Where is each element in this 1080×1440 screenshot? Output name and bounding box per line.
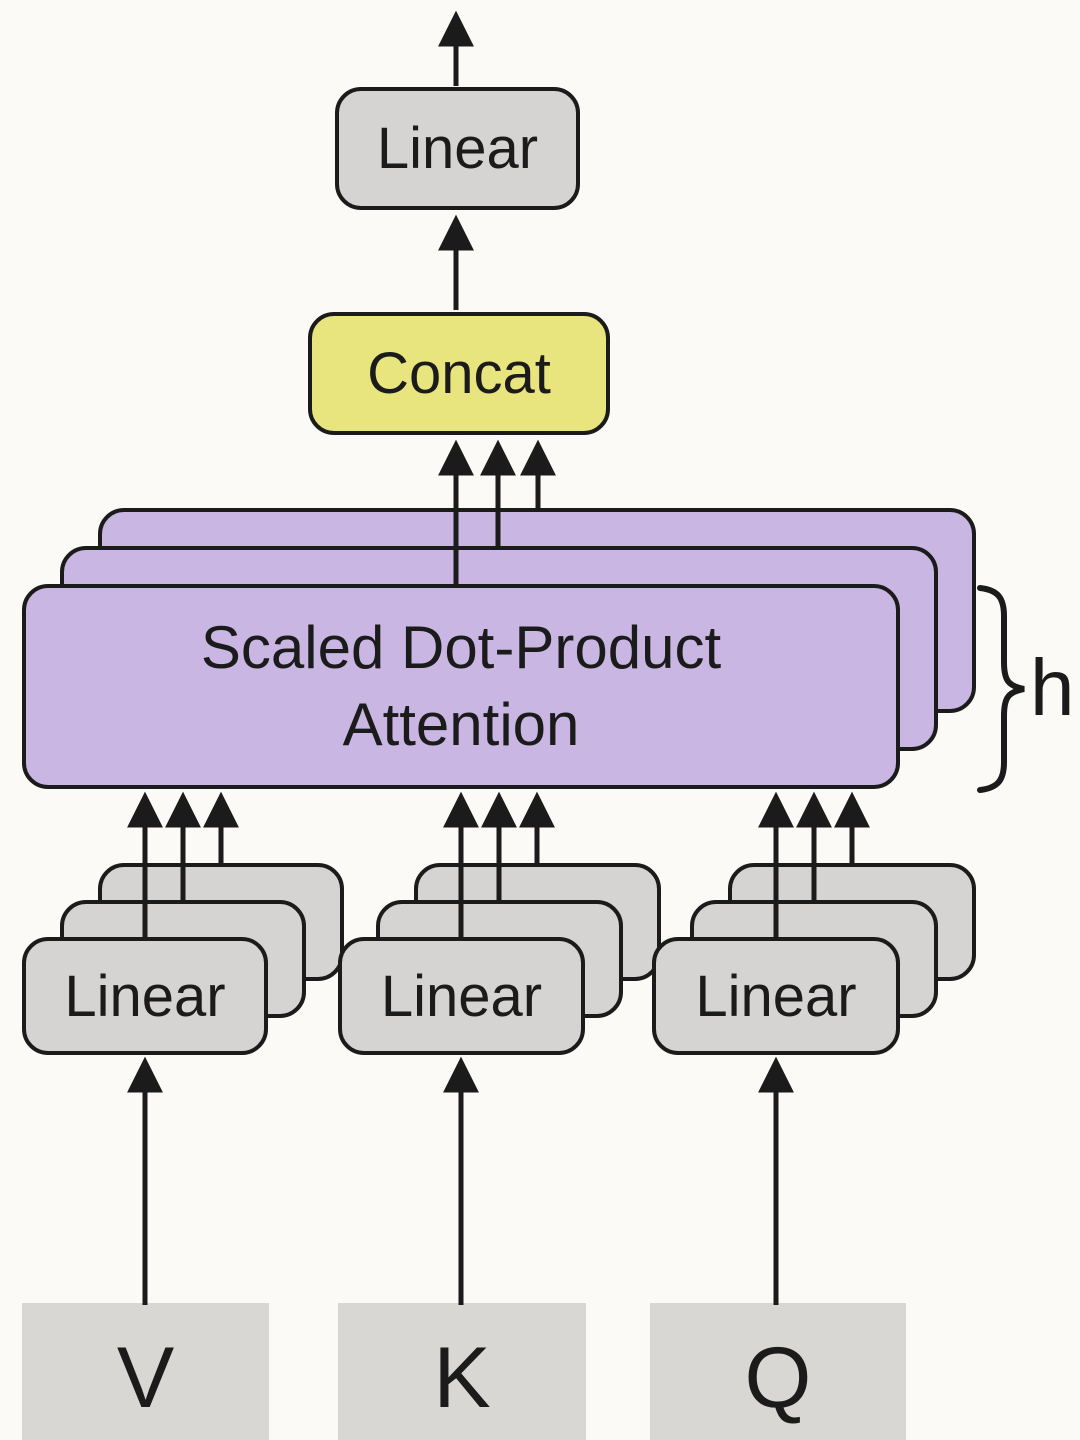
input-v-box: V	[22, 1303, 269, 1440]
v-linear-label: Linear	[64, 963, 226, 1029]
input-k-box: K	[338, 1303, 586, 1440]
k-linear-label: Linear	[380, 963, 543, 1029]
heads-brace	[977, 585, 1025, 793]
input-k-label: K	[433, 1330, 491, 1426]
output-linear-box: Linear	[335, 87, 580, 210]
input-q-label: Q	[744, 1330, 812, 1426]
output-linear-label: Linear	[376, 116, 539, 181]
attention-layer-front: Scaled Dot-Product Attention	[22, 584, 900, 789]
heads-count-label: h	[1030, 643, 1075, 732]
input-q-box: Q	[650, 1303, 906, 1440]
attention-label-line1: Scaled Dot-Product	[200, 613, 722, 681]
concat-label: Concat	[367, 341, 551, 406]
v-linear-layer-front: Linear	[22, 937, 268, 1055]
attention-label-line2: Attention	[342, 690, 580, 758]
q-linear-label: Linear	[695, 963, 857, 1029]
concat-box: Concat	[308, 312, 610, 435]
input-v-label: V	[116, 1330, 175, 1426]
q-linear-layer-front: Linear	[652, 937, 900, 1055]
k-linear-layer-front: Linear	[338, 937, 585, 1055]
attention-label: Scaled Dot-Product Attention	[201, 610, 721, 764]
